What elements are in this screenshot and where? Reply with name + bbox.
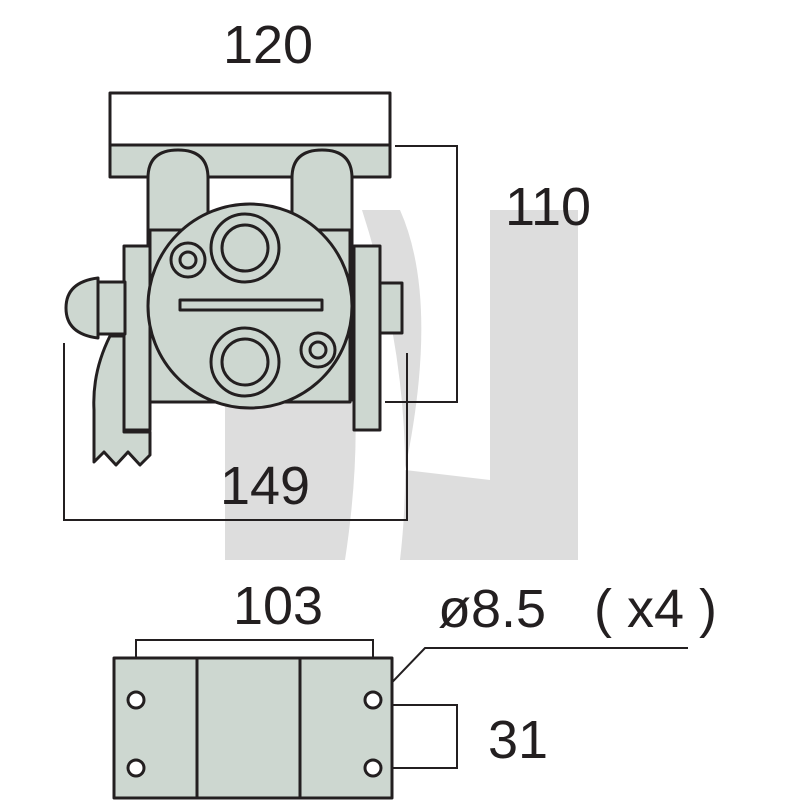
lower-shaft [92, 334, 152, 467]
left-bracket [122, 244, 152, 432]
base-plate [112, 656, 394, 800]
hole-diameter-label: ø8.5 [438, 579, 546, 639]
mounting-hole-top-left [126, 690, 146, 710]
hole-pitch-dimension-line [378, 704, 458, 769]
right-bracket [352, 244, 382, 432]
center-slot [178, 298, 324, 312]
dimension-labels: 120 110 149 103 ø8.5 ( x4 ) 31 [220, 15, 717, 770]
width-dimension-line [63, 343, 408, 521]
base-plate-view [112, 656, 394, 800]
right-bolt [378, 281, 404, 335]
knob-cap [64, 276, 100, 340]
hole-spacing-label: 103 [233, 576, 323, 636]
small-boss-right-inner [308, 340, 328, 360]
hole-pitch-label: 31 [488, 710, 548, 770]
top-plate [108, 91, 392, 147]
knob-stem [93, 280, 127, 336]
hole-count-label: ( x4 ) [594, 579, 717, 639]
upper-boss-inner [220, 223, 270, 273]
mounting-hole-bottom-left [126, 758, 146, 778]
height-dimension-line [385, 145, 458, 403]
overall-width-label: 149 [220, 456, 310, 516]
mounting-hole-bottom-right [363, 758, 383, 778]
small-boss-left-inner [178, 250, 198, 270]
top-width-label: 120 [223, 15, 313, 75]
lower-boss-inner [220, 337, 270, 387]
mounting-hole-top-right [363, 690, 383, 710]
front-view [64, 91, 404, 467]
hole-diameter-leader [374, 647, 688, 701]
height-label: 110 [505, 177, 591, 237]
